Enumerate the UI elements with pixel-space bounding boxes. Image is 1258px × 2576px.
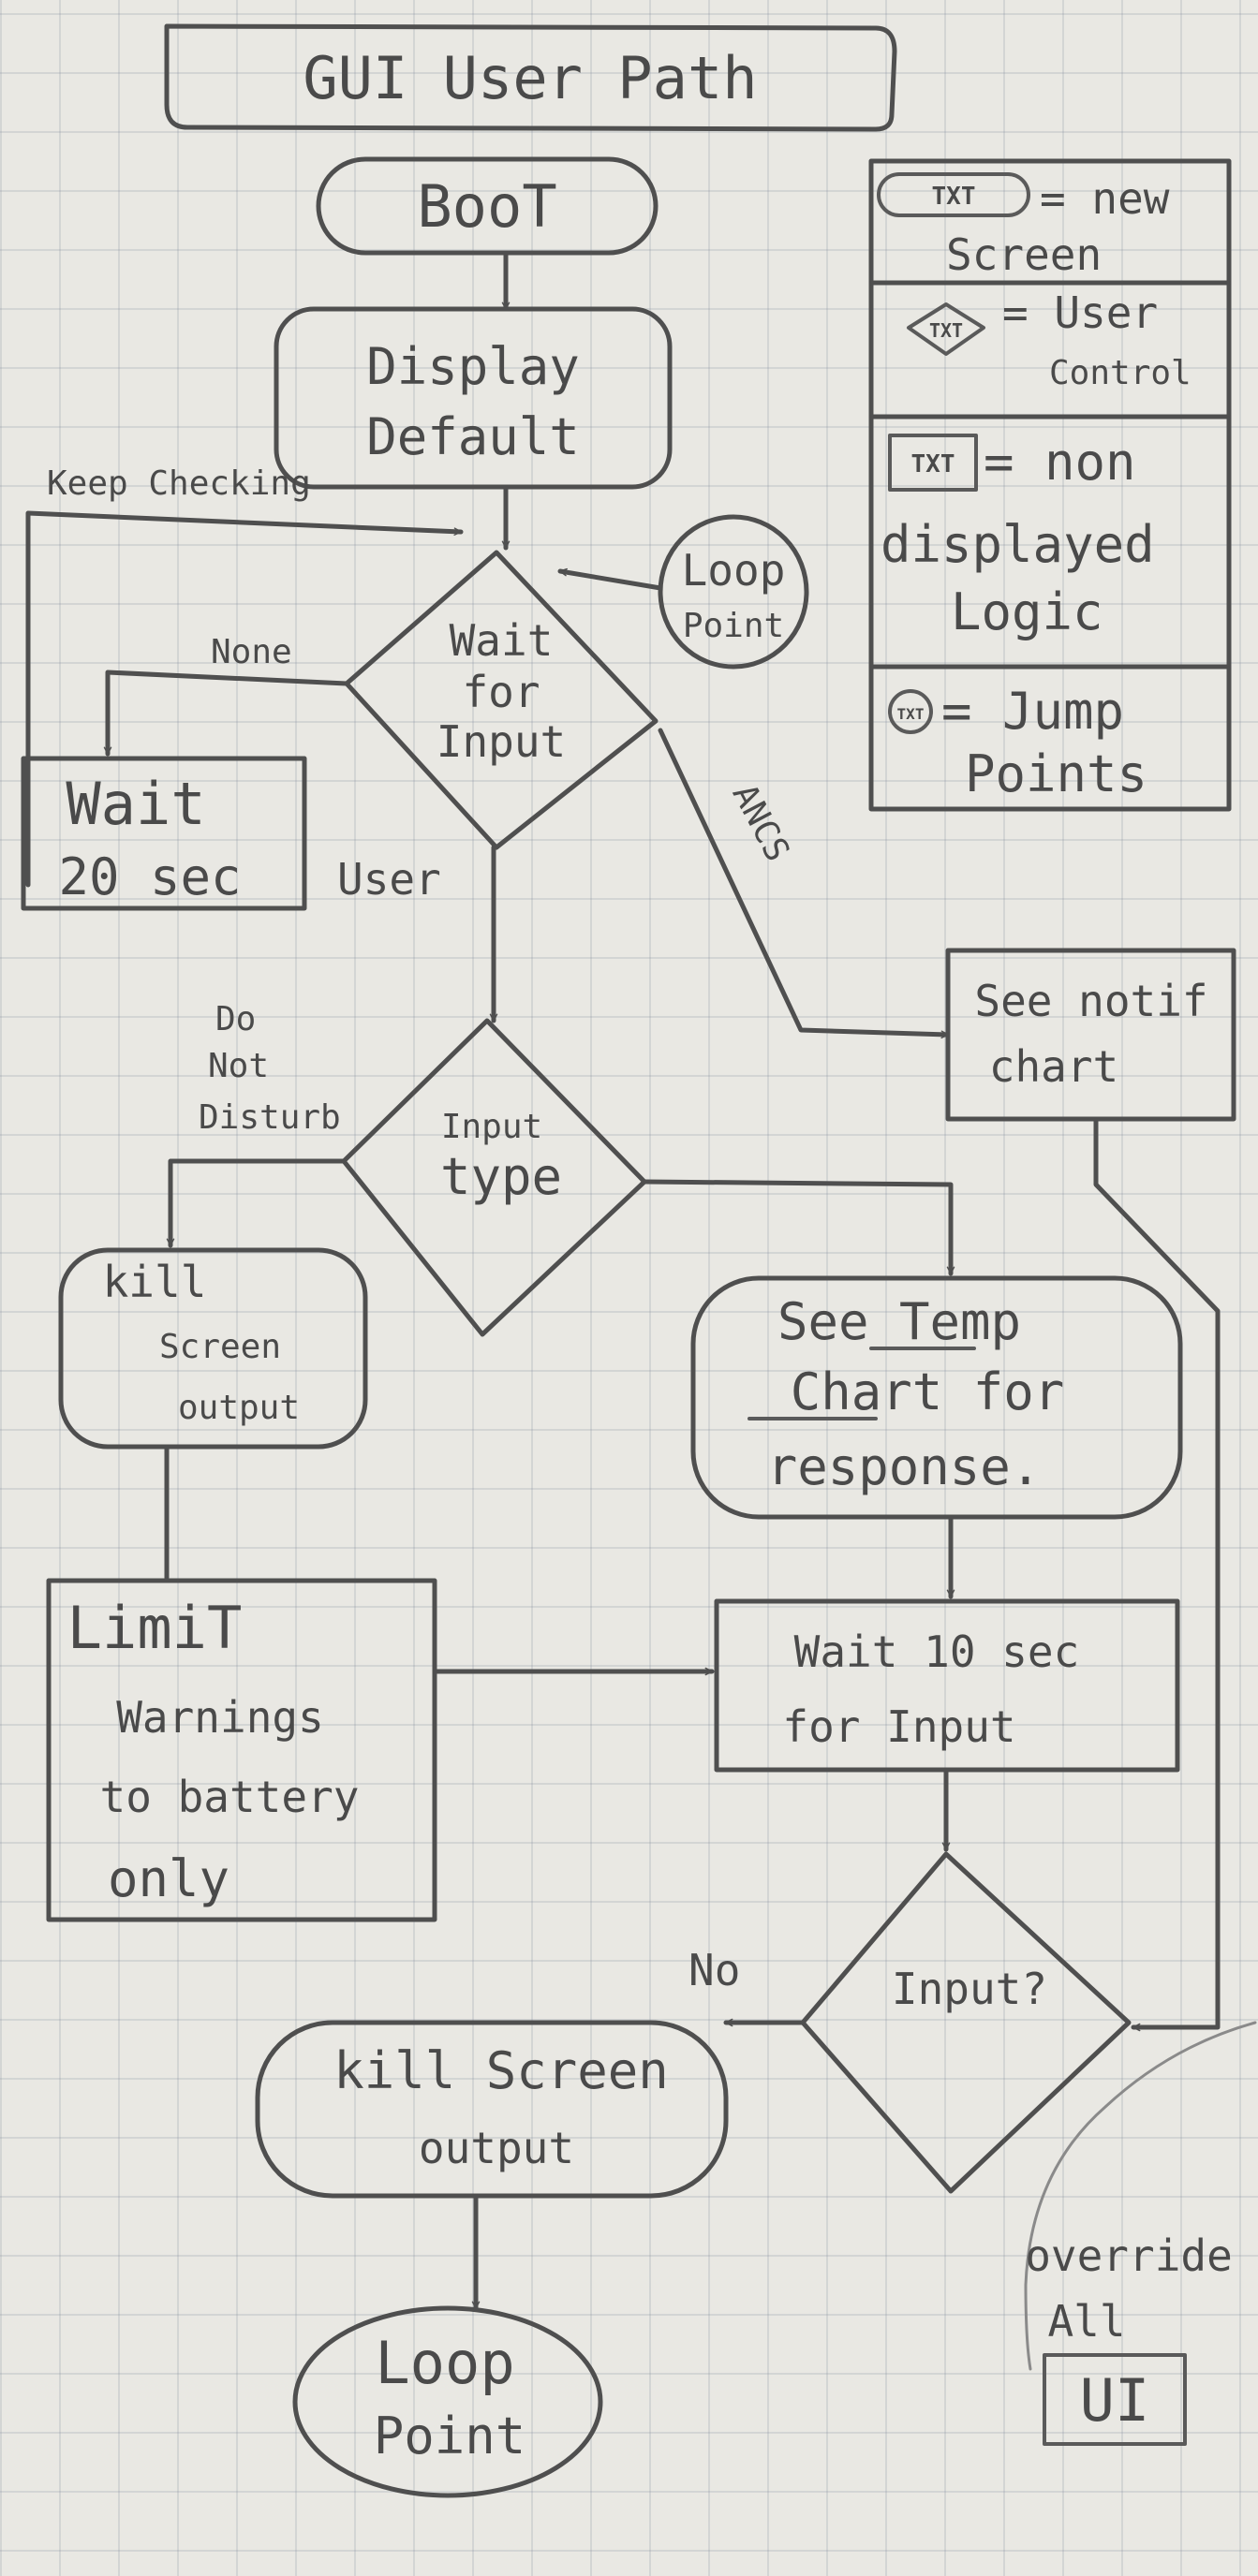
kill-screen-output-node-1: kill Screen output	[58, 1247, 368, 1450]
legend: TXT = new Screen TXT = User Control TXT …	[868, 158, 1232, 812]
title-box: GUI User Path	[164, 23, 897, 132]
kill-screen-1-label-2: Screen	[159, 1328, 281, 1366]
diagram-title: GUI User Path	[303, 44, 757, 112]
legend-non-displayed-text-1: = non	[984, 433, 1136, 492]
edge-dnd-to-kill	[166, 1158, 347, 1248]
display-default-label-1: Display	[366, 337, 580, 396]
legend-jump-points-text-2: Points	[965, 744, 1147, 803]
edge-loop-to-wait	[557, 567, 663, 591]
legend-new-screen-text-2: Screen	[946, 229, 1102, 280]
wait-10-sec-label-1: Wait 10 sec	[794, 1627, 1080, 1677]
legend-jump-points-text-1: = Jump	[941, 682, 1124, 741]
input-type-label-1: Input	[441, 1108, 542, 1146]
user-label: User	[337, 854, 441, 905]
edge-ancs-to-notif	[658, 728, 951, 1039]
kill-screen-1-label-3: output	[178, 1389, 300, 1427]
legend-non-displayed-text-2: displayed	[881, 515, 1155, 574]
wait-for-input-label-3: Input	[437, 716, 566, 767]
no-label: No	[688, 1945, 740, 1995]
keep-checking-label: Keep Checking	[47, 464, 311, 503]
wait-10-sec-node: Wait 10 sec for Input	[714, 1598, 1180, 1773]
wait-for-input-decision: Wait for Input	[344, 550, 659, 850]
loop-point-top-label-1: Loop	[682, 545, 786, 596]
override-label-1: override	[1025, 2230, 1233, 2281]
wait-20-sec-label-1: Wait	[66, 770, 205, 838]
legend-user-control-text-2: Control	[1049, 354, 1191, 392]
edge-inputtype-to-temp	[642, 1179, 955, 1276]
display-default-node: Display Default	[274, 306, 673, 490]
connectors	[25, 250, 1257, 2371]
see-temp-chart-label-2: Chart for	[791, 1362, 1065, 1421]
loop-point-top-label-2: Point	[683, 607, 784, 645]
legend-non-displayed: TXT = non displayed Logic	[881, 433, 1155, 641]
see-temp-chart-label-1: See Temp	[777, 1292, 1021, 1351]
display-default-label-2: Default	[366, 407, 580, 466]
wait-for-input-label-2: for	[462, 667, 540, 717]
limit-warnings-label-1: LimiT	[67, 1594, 243, 1662]
limit-warnings-label-4: only	[108, 1849, 229, 1908]
limit-warnings-label-2: Warnings	[116, 1692, 324, 1743]
edge-labels: Keep Checking None User ANCS Do Not Dist…	[47, 464, 796, 1995]
kill-screen-2-label-2: output	[419, 2123, 574, 2173]
edge-keep-checking	[25, 510, 464, 888]
legend-user-control-symbol: TXT	[929, 319, 963, 342]
see-notif-chart-label-2: chart	[989, 1041, 1118, 1092]
wait-20-sec-node: Wait 20 sec	[21, 756, 307, 911]
legend-new-screen-text-1: = new	[1040, 173, 1170, 224]
override-label-2: All	[1047, 2296, 1125, 2347]
loop-point-top-node: Loop Point	[658, 514, 809, 670]
wait-20-sec-label-2: 20 sec	[58, 847, 241, 906]
override-all-ui-note: override All UI	[1025, 2230, 1233, 2446]
see-notif-chart-node: See notif chart	[945, 948, 1236, 1122]
legend-jump-points: TXT = Jump Points	[888, 682, 1147, 803]
dnd-label-2: Not	[208, 1047, 269, 1085]
loop-point-bottom-node: Loop Point	[292, 2305, 603, 2498]
input-type-label-2: type	[440, 1147, 562, 1206]
limit-warnings-label-3: to battery	[100, 1772, 360, 1822]
boot-label: BooT	[417, 172, 556, 241]
override-boundary	[1024, 2021, 1257, 2371]
legend-new-screen: TXT = new Screen	[877, 172, 1170, 280]
dnd-label-3: Disturb	[199, 1098, 341, 1137]
override-label-3: UI	[1080, 2366, 1150, 2435]
legend-non-displayed-symbol: TXT	[911, 450, 955, 478]
input-question-decision: Input?	[800, 1851, 1132, 2194]
none-label: None	[211, 633, 292, 671]
input-type-decision: Input type	[341, 1018, 647, 1337]
dnd-label-1: Do	[215, 1000, 256, 1038]
loop-point-bottom-label-2: Point	[374, 2407, 526, 2466]
ancs-label: ANCS	[725, 778, 797, 868]
see-notif-chart-label-1: See notif	[974, 976, 1207, 1026]
edge-none-to-wait20	[103, 670, 349, 757]
edge-notif-to-inputq	[1093, 1116, 1221, 2032]
kill-screen-2-label-1: kill Screen	[333, 2041, 669, 2100]
see-temp-chart-node: See Temp Chart for response.	[690, 1275, 1183, 1520]
wait-10-sec-label-2: for Input	[782, 1701, 1015, 1752]
wait-for-input-label-1: Wait	[450, 615, 554, 666]
kill-screen-output-node-2: kill Screen output	[255, 2020, 729, 2199]
loop-point-bottom-label-1: Loop	[375, 2329, 514, 2397]
see-temp-chart-label-3: response.	[767, 1437, 1042, 1496]
legend-new-screen-symbol: TXT	[932, 183, 976, 211]
legend-jump-points-symbol: TXT	[897, 705, 925, 723]
legend-user-control: TXT = User Control	[907, 287, 1191, 392]
boot-node: BooT	[316, 156, 659, 256]
input-question-label: Input?	[892, 1964, 1047, 2014]
legend-user-control-text-1: = User	[1002, 287, 1158, 338]
legend-non-displayed-text-3: Logic	[951, 582, 1103, 641]
limit-warnings-node: LimiT Warnings to battery only	[46, 1578, 437, 1922]
kill-screen-1-label-1: kill	[103, 1257, 207, 1307]
